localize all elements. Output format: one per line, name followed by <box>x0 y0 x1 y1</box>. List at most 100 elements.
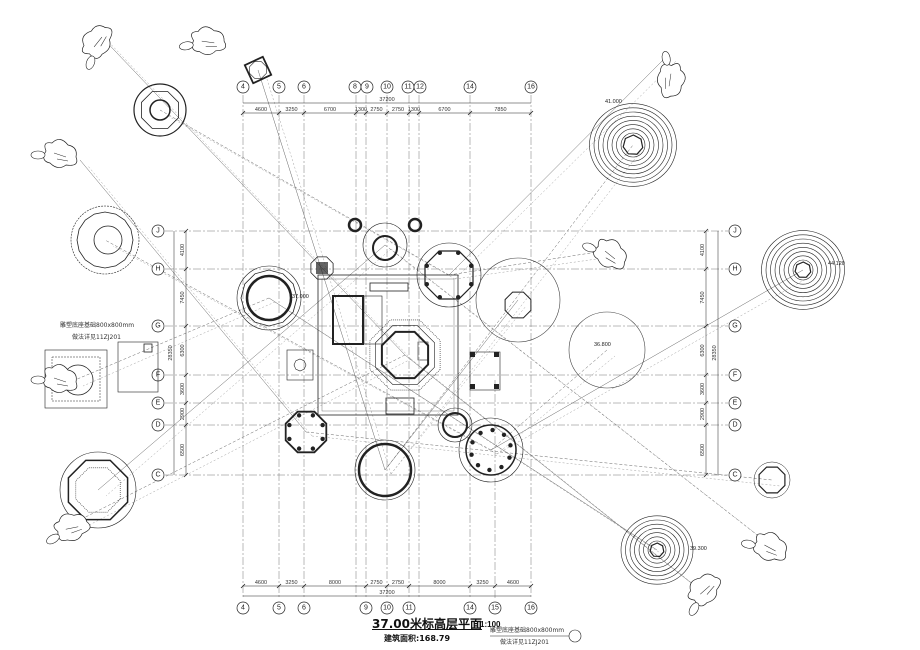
dim-left-total: 28350 <box>168 345 174 360</box>
octagon-top-left <box>141 91 179 129</box>
rock-contour-a <box>598 111 668 179</box>
sight-line <box>490 349 608 451</box>
pavilion-column <box>455 294 461 300</box>
dim-left-segment: 6500 <box>180 444 186 456</box>
pavilion-column <box>320 422 325 428</box>
gear-platform <box>76 211 134 269</box>
axis-left-C-bubble <box>151 468 165 482</box>
axis-bottom-16-bubble <box>524 601 538 615</box>
dim-top-tick <box>353 110 359 116</box>
rock-contour-b <box>783 251 823 289</box>
axis-bottom-4-label: 4 <box>241 605 245 612</box>
room-heavy <box>332 295 364 345</box>
rock-contour-a-peak <box>622 134 644 155</box>
sculpture-creature-detail <box>53 152 69 162</box>
pavilion-column <box>508 443 513 448</box>
sight-line <box>454 255 619 280</box>
sculpture-creature-ear <box>688 602 700 616</box>
axis-bottom-14-bubble <box>463 601 477 615</box>
small-round-pavilion <box>437 407 473 443</box>
pavilion-column <box>470 440 475 445</box>
pavilion-column <box>296 446 302 451</box>
rock-contour-a <box>589 103 677 187</box>
rock-contour-c <box>625 519 689 581</box>
dim-left-tick <box>183 228 189 234</box>
sculpture-creature-ear <box>30 375 46 385</box>
sculpture-creature <box>179 26 227 56</box>
sight-line <box>79 159 307 433</box>
dim-bottom-tick <box>492 583 498 589</box>
rock-contour-b <box>761 230 845 310</box>
pavilion-column <box>455 250 461 256</box>
axis-right-G-label: G <box>732 323 737 330</box>
dim-top-tick <box>276 110 282 116</box>
sight-line <box>496 275 812 455</box>
legend-symbol <box>568 629 582 643</box>
rock-contour-a <box>602 115 664 175</box>
dim-right-segment: 6300 <box>700 344 706 356</box>
dim-top-tick <box>528 110 534 116</box>
dim-bottom-segment: 4600 <box>507 580 519 586</box>
left-pavilion-dodecagon <box>240 269 298 327</box>
sight-line <box>384 244 771 546</box>
sculpture-creature-outline <box>753 532 787 561</box>
dim-right-tick <box>703 323 709 329</box>
sculpture-creature-outline <box>191 26 227 56</box>
dim-bottom-tick <box>240 583 246 589</box>
pavilion-column <box>468 281 474 287</box>
axis-top-12-bubble <box>413 80 427 94</box>
sight-line <box>390 248 779 552</box>
dim-top-segment: 3250 <box>285 107 297 113</box>
axis-bottom-16-label: 16 <box>527 605 535 612</box>
left-pavilion-outer <box>236 265 302 331</box>
column-square <box>470 384 475 389</box>
axis-top-6-bubble <box>297 80 311 94</box>
axis-bottom-6-bubble <box>297 601 311 615</box>
dim-right-segment: 4100 <box>700 244 706 256</box>
sight-line <box>496 355 616 455</box>
round-platform <box>568 311 646 389</box>
dim-left-segment: 3600 <box>180 383 186 395</box>
dim-bottom-segment: 8000 <box>329 580 341 586</box>
sculpture-creature-ear <box>85 55 96 70</box>
dim-left-segment: 6300 <box>180 344 186 356</box>
octagon-pavilion-left-inner <box>75 467 121 513</box>
axis-top-11-label: 11 <box>404 84 411 91</box>
dim-left-tick <box>183 472 189 478</box>
axis-left-D-bubble <box>151 418 165 432</box>
sight-line <box>87 165 313 437</box>
sculpture-creature-detail <box>201 40 217 47</box>
round-pavilion-top-left <box>133 83 187 137</box>
column-round <box>347 217 363 233</box>
drawing-title: 37.00米标高层平面 <box>372 617 482 631</box>
pavilion-column <box>310 413 316 418</box>
axis-right-C-label: C <box>732 472 737 479</box>
rock-contour-b <box>779 247 827 293</box>
pavilion-room <box>469 351 501 391</box>
dim-left-tick <box>183 266 189 272</box>
axis-top-12-label: 12 <box>416 84 424 91</box>
axis-right-F-bubble <box>728 368 742 382</box>
column-square <box>470 352 475 357</box>
sculpture-creature-ear <box>179 41 194 51</box>
left-note-line2: 做法详见11ZJ201 <box>72 334 121 341</box>
dim-top-segment: 6700 <box>438 107 450 113</box>
axis-top-10-bubble <box>380 80 394 94</box>
stair-core <box>293 358 307 372</box>
sight-line <box>67 358 412 537</box>
dim-left-tick <box>183 372 189 378</box>
sculpture-creature-detail <box>700 585 715 595</box>
dim-left-tick <box>183 422 189 428</box>
top-pavilion-outer <box>362 222 408 268</box>
elevation-label: 39.300 <box>690 546 707 552</box>
pavilion-column <box>487 467 492 473</box>
axis-left-J-bubble <box>151 224 165 238</box>
axis-bottom-11-label: 11 <box>405 605 412 612</box>
axis-top-16-bubble <box>524 80 538 94</box>
sculpture-creature-detail <box>604 250 616 264</box>
column-round <box>407 217 423 233</box>
sight-line <box>384 144 634 471</box>
sight-line <box>305 431 773 481</box>
rock-contour-b <box>770 238 836 302</box>
dim-top-total: 37200 <box>379 97 394 103</box>
